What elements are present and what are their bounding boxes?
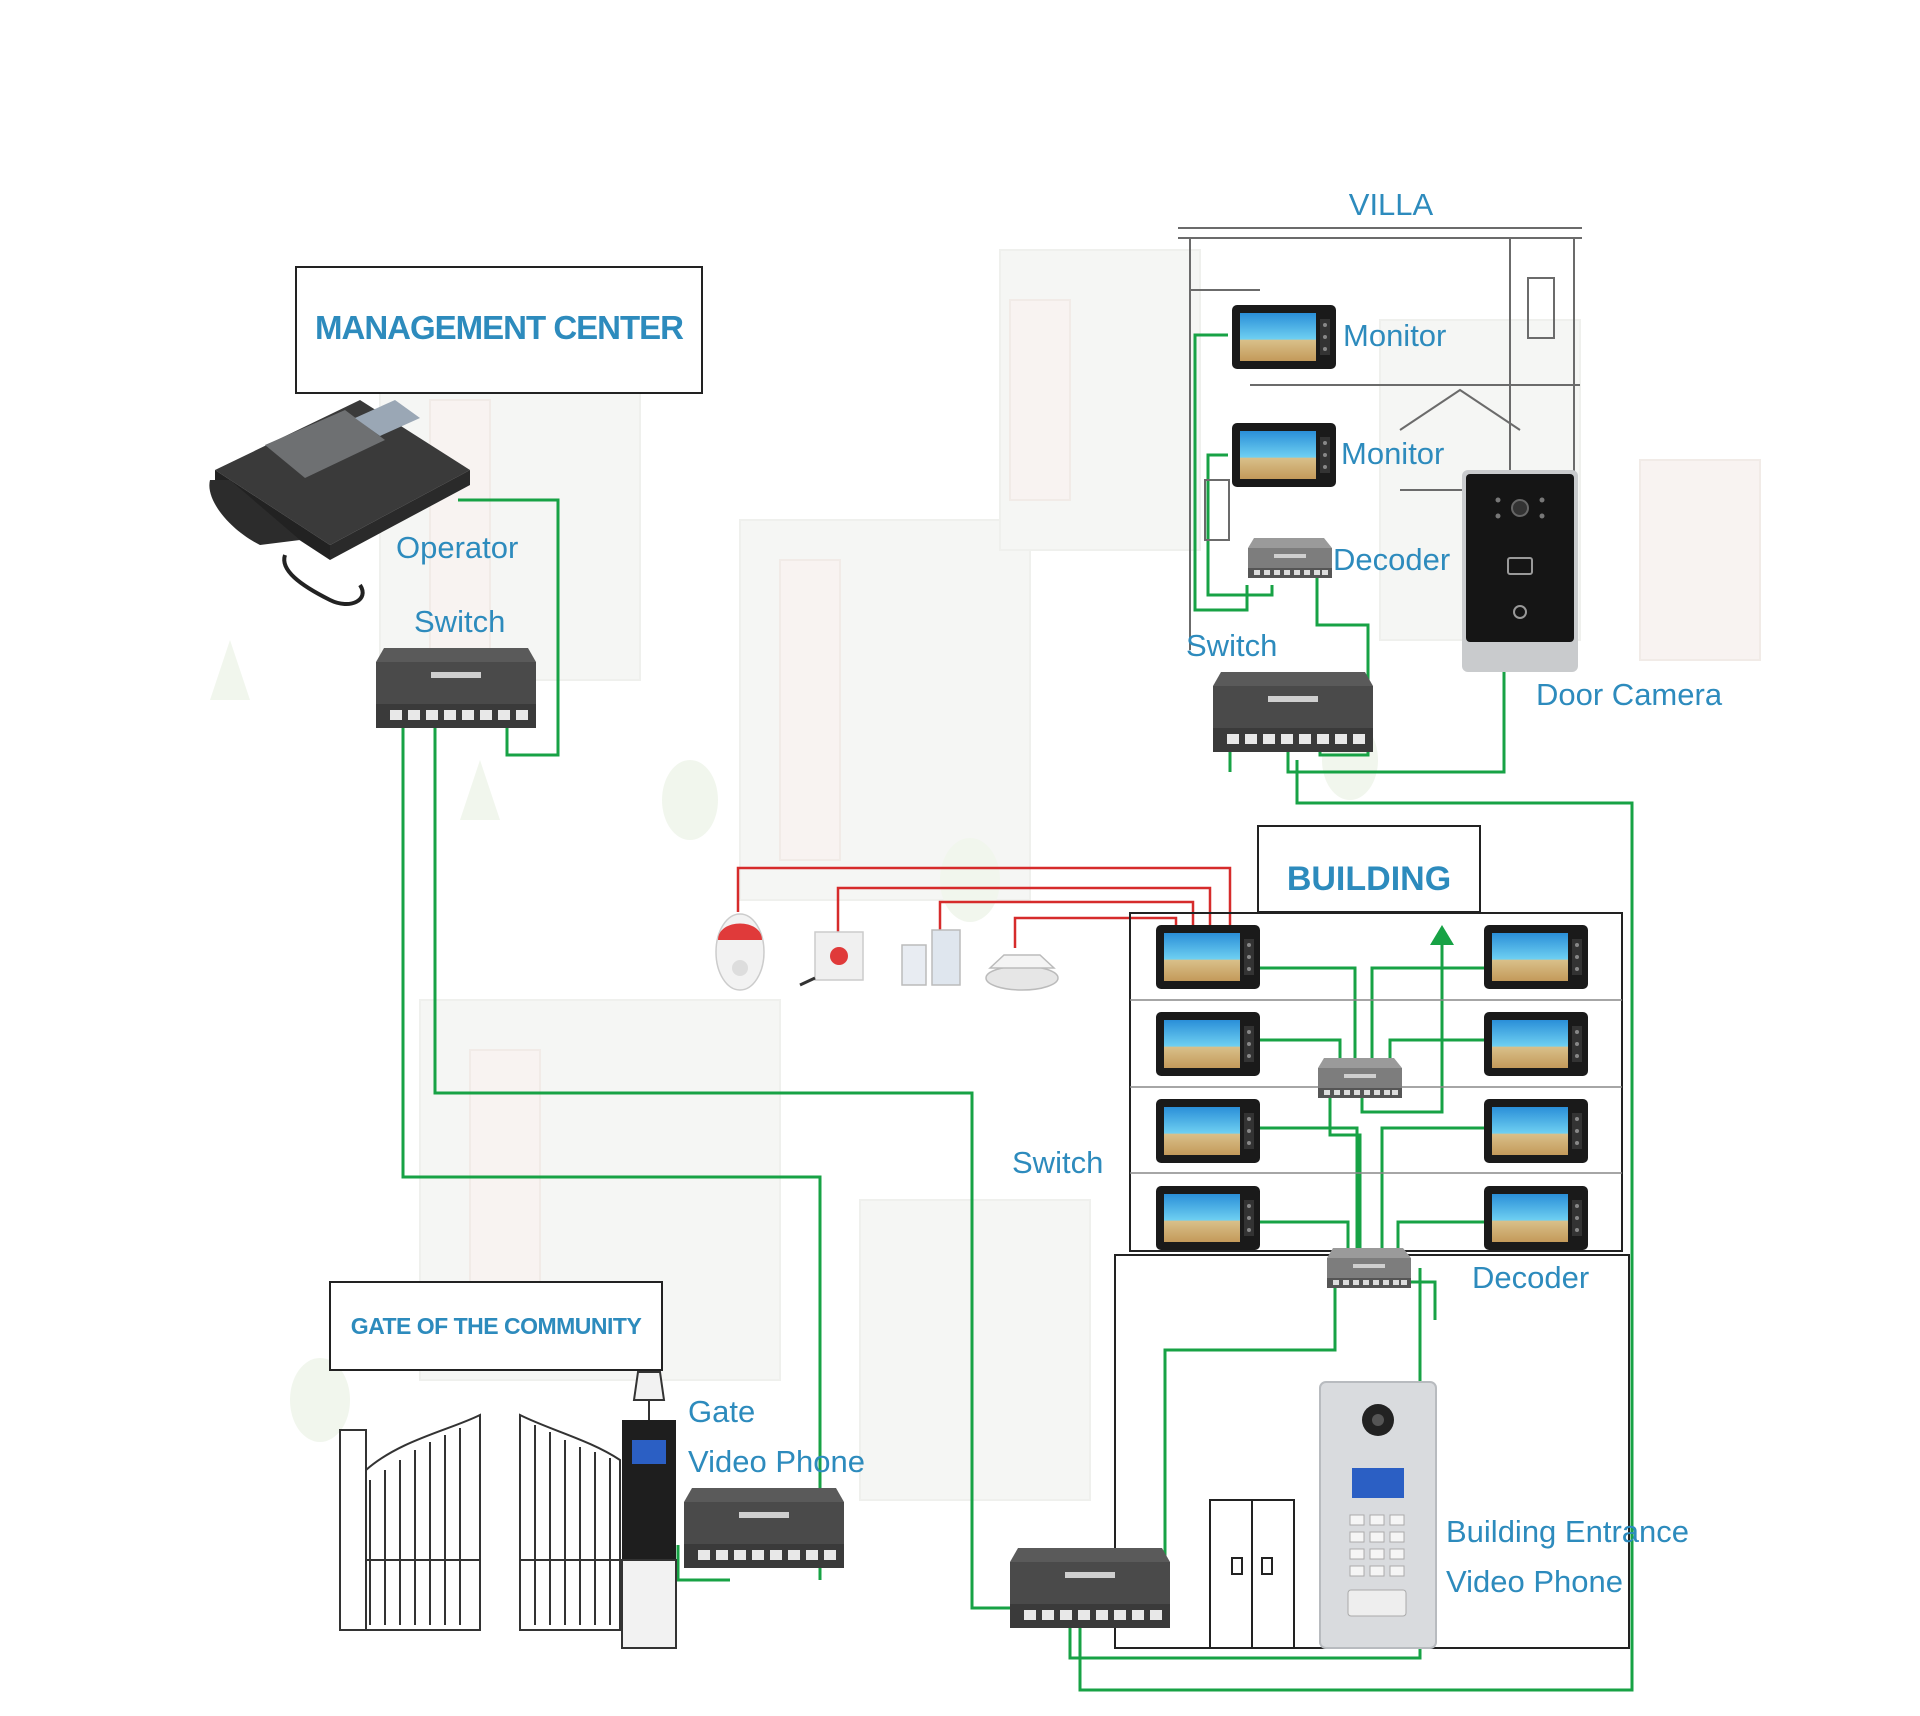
gate-panel-icon bbox=[621, 1371, 677, 1649]
gas-detector-icon bbox=[715, 913, 765, 991]
building-monitor-icon bbox=[1156, 1186, 1260, 1250]
door-sensor-icon bbox=[901, 929, 961, 986]
management-switch-label: Switch bbox=[414, 604, 505, 639]
upward-arrow-icon bbox=[1430, 925, 1454, 945]
management-center-frame bbox=[295, 266, 703, 394]
entrance-label-line1: Building Entrance bbox=[1446, 1514, 1689, 1549]
building-decoder-icon bbox=[1327, 1248, 1411, 1288]
gate-label-line1: Gate bbox=[688, 1394, 755, 1429]
building-monitor-icon bbox=[1156, 925, 1260, 989]
gate-label-line2: Video Phone bbox=[688, 1444, 865, 1479]
villa-monitor-label: Monitor bbox=[1343, 318, 1446, 353]
panic-button-icon bbox=[799, 931, 864, 987]
entrance-panel-icon bbox=[1319, 1381, 1437, 1649]
desk-operator-phone-icon bbox=[209, 400, 470, 606]
gate-switch-icon bbox=[684, 1488, 844, 1568]
entrance-door-icon bbox=[1209, 1499, 1295, 1649]
management-center-title: MANAGEMENT CENTER bbox=[315, 309, 684, 346]
villa-decoder-icon bbox=[1248, 538, 1332, 578]
main-switch-icon bbox=[1010, 1548, 1170, 1628]
villa-switch-icon bbox=[1213, 672, 1373, 752]
villa-monitor-label: Monitor bbox=[1341, 436, 1444, 471]
building-title-frame bbox=[1257, 825, 1481, 913]
gate-title: GATE OF THE COMMUNITY bbox=[351, 1313, 642, 1339]
smoke-detector-icon bbox=[985, 954, 1059, 991]
villa-monitor-icon bbox=[1232, 305, 1336, 369]
building-monitor-icon bbox=[1484, 1012, 1588, 1076]
door-camera-icon bbox=[1462, 470, 1578, 672]
building-monitor-icon bbox=[1484, 1186, 1588, 1250]
building-decoder-label: Decoder bbox=[1472, 1260, 1589, 1295]
management-switch-icon bbox=[376, 648, 536, 728]
entrance-label-line2: Video Phone bbox=[1446, 1564, 1623, 1599]
gate-title-frame bbox=[329, 1281, 663, 1371]
villa-switch-label: Switch bbox=[1186, 628, 1277, 663]
villa-monitor-icon bbox=[1232, 423, 1336, 487]
building-switch-label: Switch bbox=[1012, 1145, 1103, 1180]
iron-gate-icon bbox=[339, 1413, 621, 1631]
villa-outline bbox=[1178, 227, 1582, 650]
building-monitor-icon bbox=[1156, 1099, 1260, 1163]
building-monitor-icon bbox=[1484, 1099, 1588, 1163]
villa-title: VILLA bbox=[1349, 187, 1434, 222]
building-monitor-icon bbox=[1156, 1012, 1260, 1076]
villa-decoder-label: Decoder bbox=[1333, 542, 1450, 577]
building-decoder-icon bbox=[1318, 1058, 1402, 1098]
door-camera-label: Door Camera bbox=[1536, 677, 1723, 712]
operator-label: Operator bbox=[396, 530, 518, 565]
building-monitor-icon bbox=[1484, 925, 1588, 989]
building-title: BUILDING bbox=[1287, 860, 1451, 898]
